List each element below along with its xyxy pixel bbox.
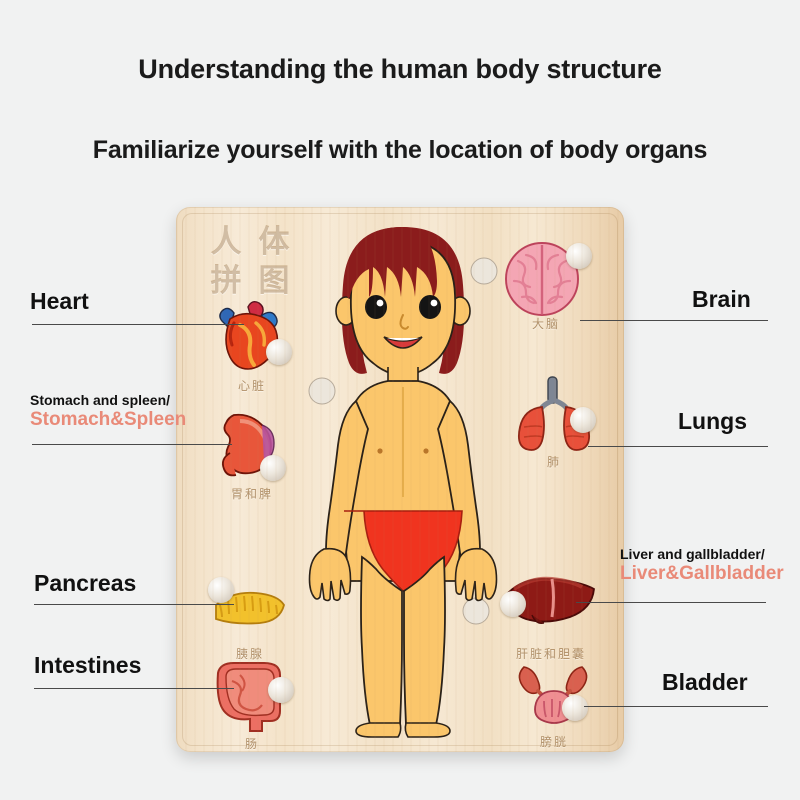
engraved-chinese-title: 人 体 拼 图 — [202, 223, 298, 301]
organ-label-cn-liver: 肝脏和胆囊 — [515, 647, 586, 661]
stomach-icon — [221, 413, 275, 477]
liver-icon — [507, 576, 595, 625]
engraved-char-2: 体 — [258, 224, 290, 260]
puzzle-piece-pancreas[interactable]: 胰腺 — [202, 567, 298, 661]
intestines-icon — [216, 662, 281, 732]
callout-stomach-spleen-alt: Stomach&Spleen — [30, 409, 187, 430]
callout-stomach-spleen-label: Stomach and spleen/ — [30, 392, 171, 408]
callout-lungs: Lungs — [678, 408, 747, 435]
puzzle-knob[interactable] — [260, 455, 286, 481]
callout-intestines-label: Intestines — [34, 652, 142, 678]
leader-line-bladder — [584, 706, 768, 707]
intestines-art — [202, 657, 302, 732]
puzzle-piece-lungs[interactable]: 肺 — [506, 375, 602, 469]
callout-intestines: Intestines — [34, 652, 141, 679]
organ-label-cn-heart: 心脏 — [237, 379, 266, 393]
callout-bladder: Bladder — [662, 669, 748, 696]
callout-pancreas-label: Pancreas — [34, 570, 137, 596]
organ-label-cn-intestines: 肠 — [244, 737, 259, 751]
heart-icon — [219, 300, 279, 370]
engraved-char-1: 人 — [210, 224, 242, 260]
lungs-art — [506, 375, 602, 451]
leader-line-pancreas — [34, 604, 234, 605]
bladder-icon — [518, 666, 588, 724]
bladder-art — [506, 655, 602, 729]
engraved-char-3: 拼 — [210, 263, 242, 299]
puzzle-knob[interactable] — [566, 243, 592, 269]
organ-label-cn-pancreas: 胰腺 — [235, 647, 264, 661]
brain-icon — [505, 242, 579, 316]
callout-heart-label: Heart — [30, 288, 89, 314]
callout-brain-label: Brain — [692, 286, 751, 312]
callout-bladder-label: Bladder — [662, 669, 748, 695]
child-figure-icon — [308, 227, 498, 738]
puzzle-piece-bladder[interactable]: 膀胱 — [506, 655, 602, 749]
callout-liver-gallbladder-alt: Liver&Gallbladder — [620, 563, 784, 584]
child-figure-puzzle[interactable] — [308, 219, 498, 739]
brain-art — [498, 237, 594, 316]
puzzle-piece-intestines[interactable]: 肠 — [202, 657, 302, 751]
liver-art — [496, 567, 606, 641]
leader-line-heart — [32, 324, 244, 325]
puzzle-piece-heart[interactable]: 心脏 — [204, 299, 300, 393]
puzzle-knob[interactable] — [208, 577, 234, 603]
puzzle-piece-brain[interactable]: 大脑 — [498, 237, 594, 331]
callout-stomach-spleen: Stomach and spleen/ Stomach&Spleen — [30, 392, 186, 431]
leader-line-lungs — [588, 446, 768, 447]
pancreas-art — [202, 567, 298, 641]
callout-lungs-label: Lungs — [678, 408, 747, 434]
wooden-puzzle-board: 人 体 拼 图 心脏 — [176, 207, 624, 752]
leader-line-intestines — [34, 688, 234, 689]
callout-brain: Brain — [692, 286, 751, 313]
puzzle-knob[interactable] — [570, 407, 596, 433]
pancreas-icon — [215, 591, 285, 625]
callout-liver-gallbladder: Liver and gallbladder/ Liver&Gallbladder — [620, 546, 784, 585]
page-subtitle: Familiarize yourself with the location o… — [92, 136, 708, 164]
callout-pancreas: Pancreas — [34, 570, 136, 597]
engraved-char-4: 图 — [258, 263, 290, 299]
organ-label-cn-stomach: 胃和脾 — [230, 487, 273, 501]
leader-line-brain — [580, 320, 768, 321]
heart-art — [204, 299, 300, 373]
page-title: Understanding the human body structure — [138, 54, 662, 84]
puzzle-piece-stomach[interactable]: 胃和脾 — [204, 407, 300, 501]
puzzle-knob[interactable] — [268, 677, 294, 703]
organ-label-cn-bladder: 膀胱 — [539, 735, 568, 749]
organ-label-cn-lungs: 肺 — [546, 455, 561, 469]
leader-line-liver-gallbladder — [576, 602, 766, 603]
puzzle-piece-liver[interactable]: 肝脏和胆囊 — [496, 567, 606, 661]
leader-line-stomach-spleen — [32, 444, 232, 445]
puzzle-knob[interactable] — [266, 339, 292, 365]
callout-liver-gallbladder-label: Liver and gallbladder/ — [620, 546, 765, 562]
organ-label-cn-brain: 大脑 — [531, 317, 560, 331]
puzzle-knob[interactable] — [500, 591, 526, 617]
puzzle-knob[interactable] — [562, 695, 588, 721]
callout-heart: Heart — [30, 288, 89, 315]
stomach-art — [204, 407, 300, 481]
